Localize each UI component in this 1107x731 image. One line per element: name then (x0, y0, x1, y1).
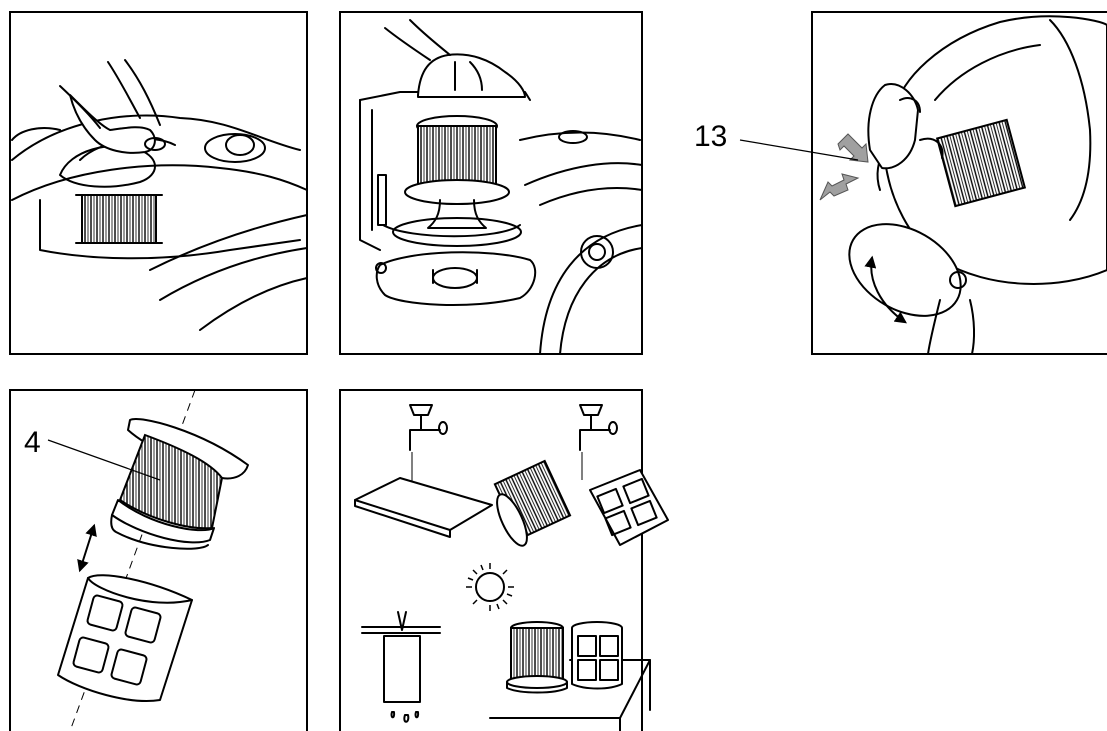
panel-1 (10, 12, 307, 354)
filter-cover-icon (572, 622, 622, 689)
panel-2 (340, 12, 642, 354)
callout-label: 4 (24, 426, 41, 459)
panel-3: 13 (694, 12, 1107, 354)
callout-label: 13 (694, 120, 727, 153)
panel-5 (340, 390, 668, 731)
filter-cartridge-icon (507, 622, 567, 693)
filter-cartridge-icon (76, 195, 162, 243)
panel-4: 4 (10, 390, 307, 731)
